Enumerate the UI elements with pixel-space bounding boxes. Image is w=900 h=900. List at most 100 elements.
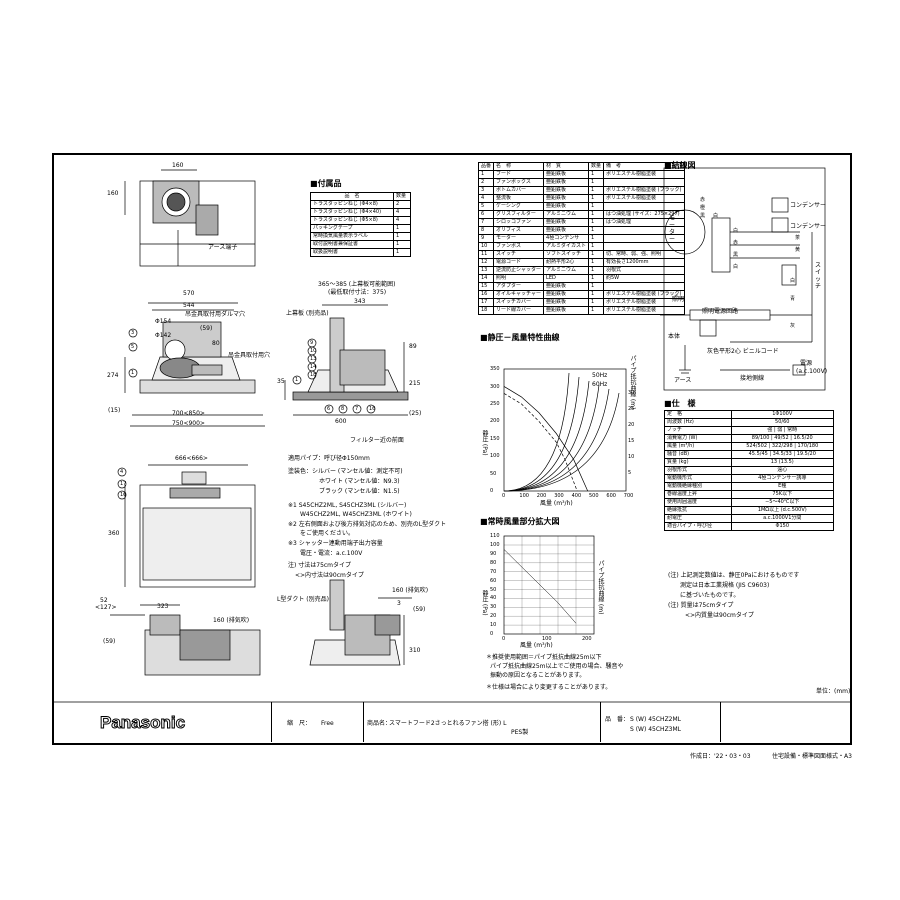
tick-label: 100 (490, 542, 500, 548)
spec-label: 騒音 (dB) (664, 450, 732, 459)
wiring-condenser-1: コンデンサー (790, 202, 827, 209)
accessory-qty: 1 (392, 248, 412, 257)
accessory-name: 取付説明書兼保証書 (310, 240, 394, 249)
part-qty: 1 (587, 290, 605, 299)
pipe-resistance-curve (503, 376, 580, 492)
callout-9: 9 (310, 340, 314, 346)
spec-label: 絶縁抵抗 (664, 506, 732, 515)
series-line (503, 386, 589, 492)
dim-top-height: 160 (107, 190, 119, 197)
product-label: 商品名： (367, 720, 392, 727)
tick-label: 700 (623, 493, 634, 499)
note-pipe: 適用パイプ：呼び径Φ150mm (288, 455, 370, 462)
part-qty: 1 (587, 274, 605, 283)
model-1: S (W) 45CHZ2ML (630, 716, 682, 723)
wire-color-label: 青 (790, 296, 796, 302)
spec-label: 消費電力 (W) (664, 434, 732, 443)
dim-570: 570 (183, 290, 195, 297)
accessory-name: 常時換気風量表示ラベル (310, 232, 394, 241)
pressure-chart-frame (503, 368, 627, 492)
dim-59b: (59) (103, 638, 116, 645)
note-color: 塗装色：シルバー (マンセル値：測定不可) (288, 468, 403, 475)
spec-label: 周波数 (Hz) (664, 418, 732, 427)
part-no: 18 (477, 306, 495, 315)
part-no: 6 (477, 210, 495, 219)
spec-label: 適合パイプ・呼び径 (664, 522, 732, 531)
tick-label: 30 (490, 604, 497, 611)
callout-5: 5 (131, 344, 135, 350)
accessory-qty: 4 (392, 208, 412, 217)
spec-label: 風量 (m³/h) (664, 442, 732, 451)
wire-color-label: 黒 (700, 213, 706, 219)
tick-label: 30 (628, 390, 635, 396)
bottom-view-outline (139, 484, 256, 588)
tick-label: 60 (490, 577, 497, 584)
dim-range375: (最低取付寸法：375) (328, 289, 387, 296)
part-qty: 1 (587, 170, 605, 179)
tick-label: 20 (628, 422, 635, 428)
part-no: 10 (477, 242, 495, 251)
tick-label: 0 (502, 493, 506, 499)
part-no: 2 (477, 178, 495, 187)
tick-label: 40 (490, 595, 497, 602)
accessory-name: 取扱説明書 (310, 248, 394, 257)
dim-80: 80 (212, 340, 220, 347)
table-row: 羽根形式遠心 (664, 466, 835, 475)
usage-note-3: 振動の原因となることがあります。 (490, 672, 586, 679)
table-row: トラスタッピンねじ (Φ4×40)4 (310, 208, 412, 217)
scale-value: Free (321, 720, 334, 727)
table-row: 質量 (kg)13 (13.5) (664, 458, 835, 467)
part-material: LED (543, 274, 589, 283)
callout-3: 3 (131, 330, 135, 336)
constant-chart-frame (503, 535, 595, 635)
wire-color-label: 黄 (795, 247, 801, 253)
part-material: 亜鉛鉄板 (543, 298, 589, 307)
callout-14: 14 (310, 364, 317, 370)
tick-label: 0 (502, 636, 506, 642)
tick-label: 10 (628, 454, 635, 460)
part-name: ボトムカバー (493, 186, 545, 195)
part-name: シロッコファン (493, 218, 545, 227)
duct-mount-label: 吊金具取付用ダルマ穴 (185, 311, 246, 318)
part-name: リード線カバー (493, 306, 545, 315)
tick-label: 200 (490, 418, 500, 425)
part-name: 照明 (493, 274, 545, 283)
table-row: トラスタッピンねじ (Φ4×8)2 (310, 200, 412, 209)
spec-value: 75K以下 (730, 490, 835, 499)
part-material: ソフトスイッチ (543, 250, 589, 259)
note-2a: ※2 左右側面および後方排気対応のため、別売のL型ダクト (288, 521, 447, 528)
brand-logo: Panasonic (99, 713, 186, 733)
accessory-qty: 1 (392, 240, 412, 249)
tick-label: 5 (628, 470, 632, 476)
wiring-switch: スイッチ (815, 262, 822, 290)
part-material: 亜鉛鉄板 (543, 170, 589, 179)
tick-label: 50 (490, 470, 497, 477)
dim-35: 35 (277, 378, 285, 385)
dim-d154: Φ154 (155, 318, 172, 325)
wire-color-label: 茶 (795, 235, 801, 241)
part-remark (603, 178, 685, 187)
part-material: 亜鉛鉄板 (543, 178, 589, 187)
parts-header-name: 名 称 (493, 162, 545, 171)
spec-note: 測定は日本工業規格 (JIS C9603) (680, 582, 770, 589)
spec-label: 耐電圧 (664, 514, 732, 523)
callout-10: 10 (310, 348, 317, 354)
spec-label: 電動機絶縁種別 (664, 482, 732, 491)
wiring-motor: モーター (669, 215, 676, 243)
accessory-qty: 4 (392, 216, 412, 225)
wire-color-label: 白 (733, 228, 739, 234)
tick-label: 0 (490, 631, 494, 637)
